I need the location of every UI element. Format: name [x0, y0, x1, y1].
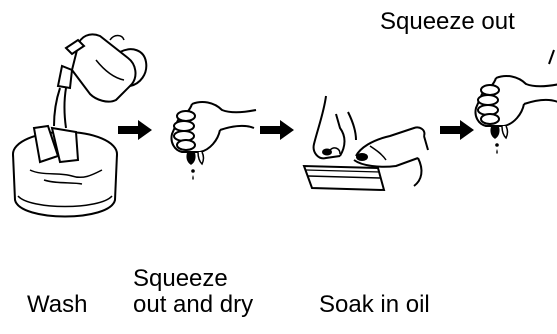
step-label-soak: Soak in oil — [319, 292, 430, 318]
hands-pressing-cloth-icon — [304, 96, 428, 190]
step-label-squeeze-dry-line1: Squeeze — [133, 266, 253, 292]
right-arrow-icon — [260, 120, 294, 140]
step-label-squeeze-dry: Squeeze out and dry — [133, 266, 253, 318]
step-label-squeeze-dry-line2: out and dry — [133, 292, 253, 318]
step-label-wash: Wash — [27, 292, 87, 318]
hand-squeezing-cloth-icon — [171, 102, 256, 180]
right-arrow-icon — [118, 120, 152, 140]
jug-pouring-into-bowl-icon — [13, 34, 146, 216]
step-label-squeeze-out: Squeeze out — [380, 9, 515, 35]
hand-squeezing-cloth-icon — [475, 76, 557, 154]
label-leader-line — [549, 50, 554, 64]
right-arrow-icon — [440, 120, 474, 140]
